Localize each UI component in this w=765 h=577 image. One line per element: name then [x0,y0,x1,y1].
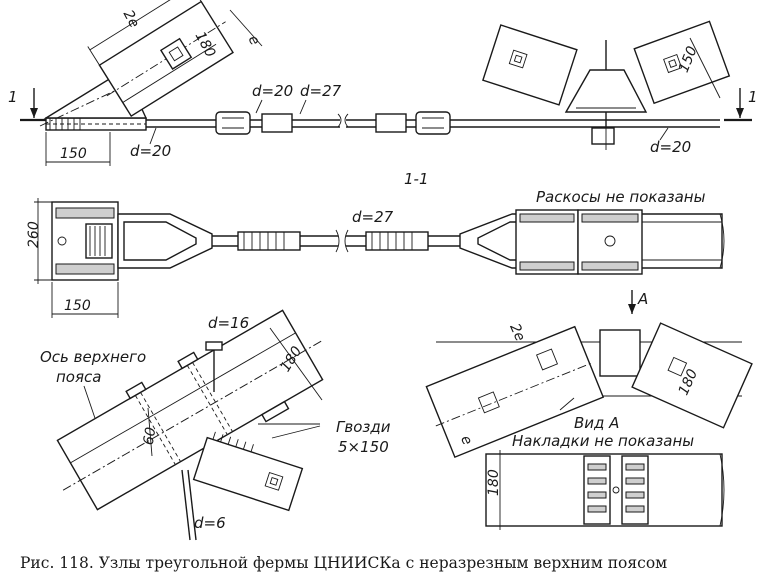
section-right-plate4 [581,261,639,271]
section-left-plate-bottom [55,263,115,275]
section-title: 1-1 [404,170,429,188]
dim-60: 60 [141,426,160,446]
leader-d20-top [255,99,263,114]
dim-leader-top-left [229,9,263,47]
axis-label-line2: пояса [56,368,101,386]
ridge-gusset [564,69,648,113]
bar-d6: d=6 [194,514,226,532]
view-a-plan-bolt [612,486,620,494]
brace-bottom-left [192,431,304,512]
section-left-bolt [57,236,67,246]
bar-d6-line1 [181,469,191,541]
section-turnbuckle-left-thread [243,232,285,250]
bolt-d16: d=16 [208,314,249,332]
section-arrow-head-right [736,108,744,118]
dim-2e-top-left: 2e [120,8,142,31]
ridge-block-left [482,24,578,106]
view-a-plan-break [719,453,725,527]
view-a-mark: A [637,290,648,308]
view-a-label: Вид А [574,414,619,432]
section-left-plate-top [55,207,115,219]
bottom-left-node: Ось верхнего пояса d=16 180 60 [40,309,391,541]
section-1-1: 1-1 260 150 [26,170,725,318]
section-right-bolt [604,235,616,247]
section-right-break [719,213,725,269]
rod-d27: d=27 [300,82,342,100]
dim-260: 260 [26,221,42,248]
inclined-chord-left [87,0,234,118]
view-a-arrow-head [628,304,636,314]
support-plate-hatch [49,118,81,130]
rod-break-right [344,113,349,128]
axis-label-line1: Ось верхнего [40,348,146,366]
ridge-block-right [633,20,731,105]
rod-sleeve-left [261,113,293,133]
rod-break-left [337,113,342,128]
leader-d20-bottom [149,127,157,145]
section-mark-left: 1 [8,88,18,106]
turnbuckle-right [415,111,451,135]
dim150-right-line [689,37,721,99]
bar-d6-line2 [187,469,197,541]
rod-d20-top: d=20 [252,82,293,100]
dim-180-view-a: 180 [486,469,502,496]
rod-sleeve-right [375,113,407,133]
dim-150-section: 150 [64,298,91,314]
note-braces-not-shown: Раскосы не показаны [536,188,706,206]
leader-d27 [299,99,307,115]
nails-label-line2: 5×150 [338,438,389,456]
rod-d20-bottom: d=20 [130,142,171,160]
section-rod-d27: d=27 [352,208,394,226]
view-a-beam-left [425,325,605,459]
section-turnbuckle-right [365,231,429,251]
bolt-d16-head [205,341,223,351]
section-rod-break-left [335,229,340,253]
dim-e-top-left: e [245,33,263,48]
section-turnbuckle-left [237,231,301,251]
section-left-fork-inner [123,221,197,261]
view-a-beam-right [631,322,753,429]
note-plates-not-shown: Накладки не показаны [512,432,694,450]
dim180-bl-line [269,327,323,401]
view-a-center-plate [599,329,641,377]
figure-caption: Рис. 118. Узлы треугольной фермы ЦНИИСКа… [20,554,667,572]
rod-d20-right: d=20 [650,138,691,156]
section-turnbuckle-right-thread [371,232,413,250]
bottom-right-node: A 2e 180 e Вид А Накладки не показаны [425,290,753,530]
view-a-plan-teeth [587,463,645,513]
leader-d20-right [659,127,669,141]
top-right-node: 150 1 d=20 [344,20,758,156]
section-right-plate2 [519,261,575,271]
dim-150-top-left: 150 [60,146,87,162]
section-left-teeth [89,226,106,256]
top-left-node: 1 2e 180 e [8,0,342,166]
ridge-washer [591,127,615,145]
nails-leader2 [271,425,321,439]
section-rod-break-right [344,229,349,253]
upper-chord-beam [56,309,324,511]
turnbuckle-left [215,111,251,135]
section-right-plate1 [519,213,575,223]
section-right-plate3 [581,213,639,223]
nails-label-line1: Гвозди [336,418,391,436]
section-arrow-head-left [30,108,38,118]
dim-2e-bottom-right: 2e [506,321,528,344]
dim60-line [147,407,153,457]
view-a-leader [559,397,575,411]
section-mark-right: 1 [748,88,758,106]
